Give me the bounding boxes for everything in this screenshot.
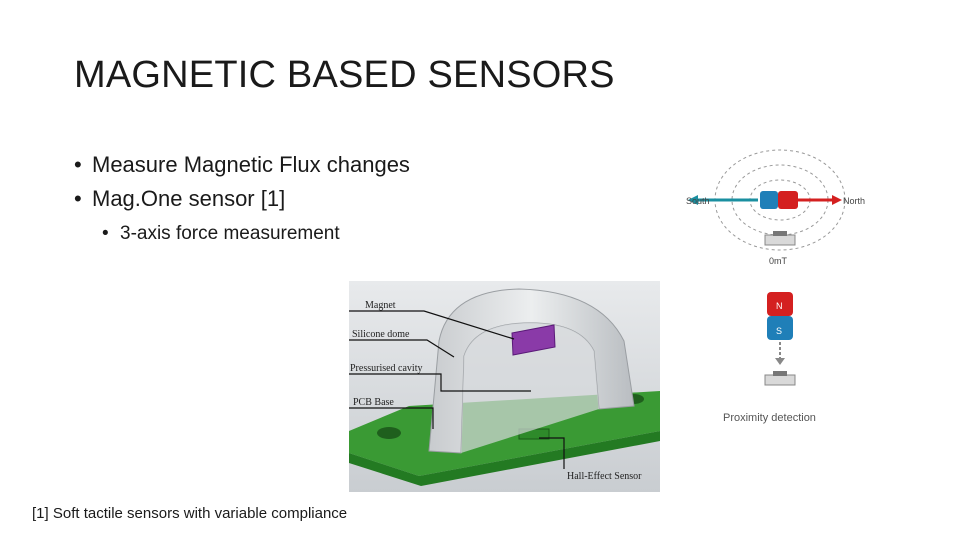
sensor-chip [764,374,796,386]
bullet-item: • Mag.One sensor [1] [74,182,410,216]
footnote: [1] Soft tactile sensors with variable c… [32,505,348,522]
label-hall-effect-sensor: Hall-Effect Sensor [567,471,642,482]
vertical-magnet-north [767,292,793,316]
label-silicone-dome: Silicone dome [352,329,410,340]
pressurised-cavity [461,322,599,453]
label-pcb-base: PCB Base [353,397,394,408]
bullet-item: • Measure Magnetic Flux changes [74,148,410,182]
bar-magnet-south [760,191,778,209]
leader-lines [349,310,565,469]
bullet-dot: • [74,186,82,211]
magnetic-field-diagram: South North 0mT N S Proximity detection [686,149,865,424]
bullet-dot: • [102,223,109,244]
label-pressurised-cavity: Pressurised cavity [350,363,423,374]
label-south: South [686,196,710,206]
magone-sensor-illustration: Magnet Silicone dome Pressurised cavity … [349,281,660,492]
label-north: North [843,196,865,206]
bullet-text: Mag.One sensor [1] [92,186,286,211]
sub-bullet-text: 3-axis force measurement [120,223,340,244]
bullet-dot: • [74,152,82,177]
bullet-list: • Measure Magnetic Flux changes • Mag.One … [74,148,410,248]
bullet-text: Measure Magnetic Flux changes [92,152,410,177]
magnet [511,324,556,356]
caption-proximity-detection: Proximity detection [723,412,816,424]
slide-title: MAGNETIC BASED SENSORS [74,54,615,96]
vertical-magnet-south [767,316,793,340]
sensor-chip [764,234,796,246]
bar-magnet-north [778,191,798,209]
mount-hole [377,427,401,439]
pole-s: S [776,326,782,336]
label-magnet: Magnet [365,300,396,311]
sub-bullet-item: • 3-axis force measurement [74,220,410,248]
pole-n: N [776,301,783,311]
field-reading: 0mT [769,256,788,266]
